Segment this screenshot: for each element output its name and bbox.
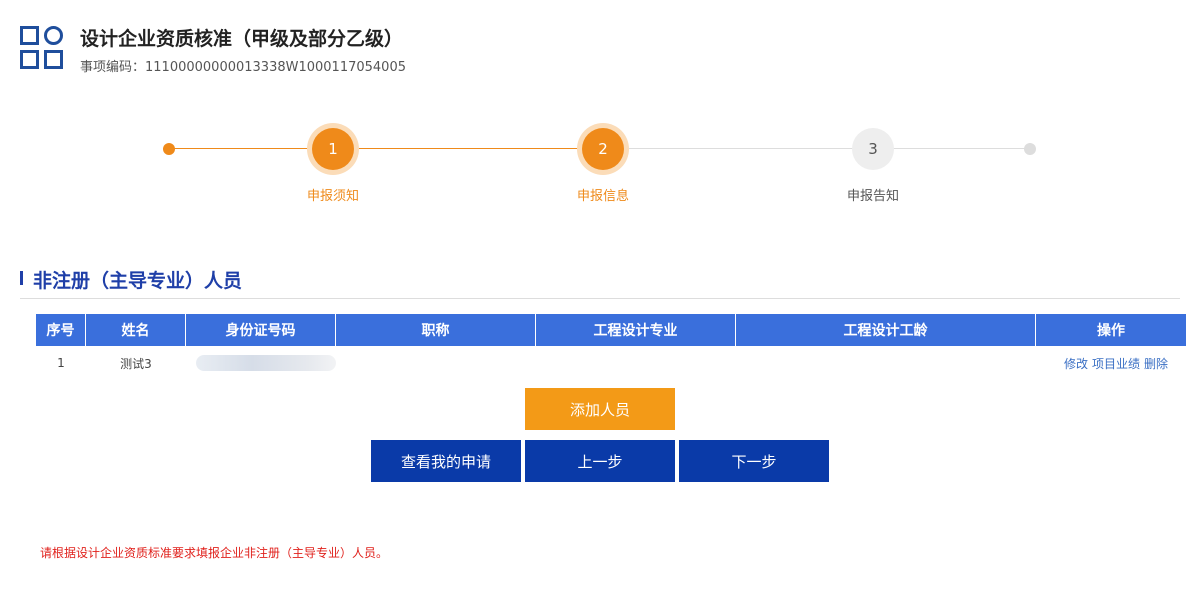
cell-title [336,346,536,380]
table-header: 序号 姓名 身份证号码 职称 工程设计专业 工程设计工龄 操作 [36,314,1186,346]
edit-link[interactable]: 修改 [1063,356,1088,371]
page-title: 设计企业资质核准（甲级及部分乙级） [80,28,404,50]
cell-years [736,346,1036,380]
item-code-value: 11100000000013338W1000117054005 [145,60,406,75]
view-my-application-button[interactable]: 查看我的申请 [371,440,521,482]
section-title: 非注册（主导专业）人员 [33,270,243,292]
personnel-table: 序号 姓名 身份证号码 职称 工程设计专业 工程设计工龄 操作 1 测试3 修改… [36,314,1186,380]
col-title: 职称 [336,314,536,346]
item-code-label: 事项编码： [80,60,146,75]
progress-steps: 1 申报须知 2 申报信息 3 申报告知 [0,110,1190,210]
progress-start-dot [163,143,175,155]
instruction-note: 请根据设计企业资质标准要求填报企业非注册（主导专业）人员。 [40,546,389,560]
section-marker [20,271,23,285]
item-code: 事项编码：11100000000013338W1000117054005 [80,56,406,75]
redacted-id-blur [196,355,336,371]
progress-line-todo [602,148,1030,149]
cell-actions: 修改 项目业绩 删除 [1036,346,1186,380]
cell-name: 测试3 [120,356,152,371]
table-row: 1 测试3 修改 项目业绩 删除 [36,346,1186,380]
step-1-circle: 1 [312,128,354,170]
col-major: 工程设计专业 [536,314,736,346]
col-actions: 操作 [1097,323,1125,339]
step-3-circle: 3 [852,128,894,170]
col-years: 工程设计工龄 [736,314,1036,346]
step-2-circle: 2 [582,128,624,170]
col-id-number: 身份证号码 [186,314,336,346]
cell-id-number [186,346,336,380]
add-person-button[interactable]: 添加人员 [525,388,675,430]
progress-end-dot [1024,143,1036,155]
delete-link[interactable]: 删除 [1143,356,1168,371]
previous-step-button[interactable]: 上一步 [525,440,675,482]
section-divider [20,298,1180,299]
cell-index: 1 [57,356,65,370]
col-index: 序号 [36,314,86,346]
next-step-button[interactable]: 下一步 [679,440,829,482]
cell-major [536,346,736,380]
col-name: 姓名 [86,314,186,346]
step-3-label: 申报告知 [846,189,899,204]
step-1-label: 申报须知 [306,189,359,204]
step-2-label: 申报信息 [576,189,629,204]
progress-line-done [170,148,602,149]
project-performance-link[interactable]: 项目业绩 [1091,356,1140,371]
app-logo-icon [20,26,64,70]
